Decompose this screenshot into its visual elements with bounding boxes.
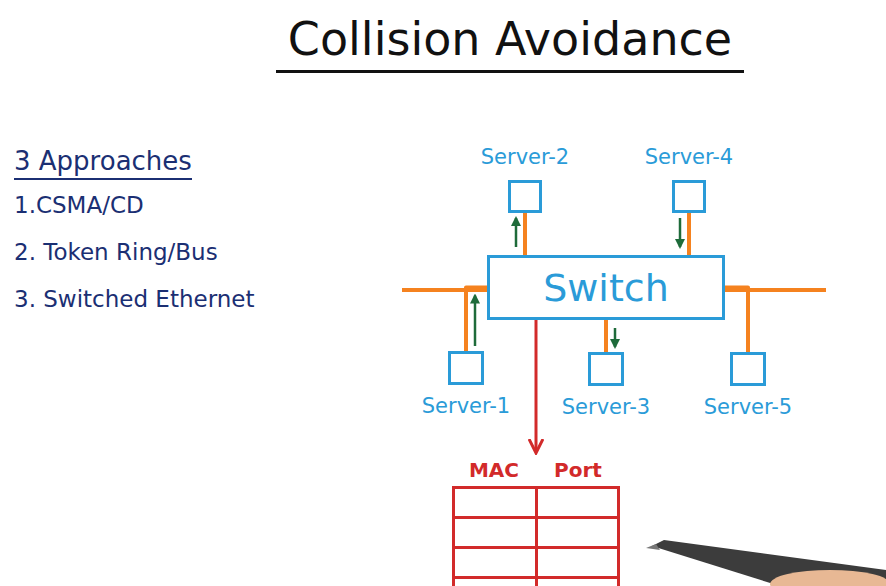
switch-label: Switch (543, 266, 669, 310)
server-box: Server-5 (730, 352, 766, 386)
lookup-arrow (535, 320, 538, 452)
server-label: Server-3 (562, 395, 650, 419)
server-label: Server-4 (645, 145, 733, 169)
ethernet-wire (687, 213, 691, 255)
mac-port-table: MAC Port (452, 452, 620, 586)
ethernet-wire (466, 288, 487, 352)
traffic-arrow (614, 328, 617, 347)
server-label: Server-5 (704, 395, 792, 419)
list-item: 3. Switched Ethernet (14, 286, 254, 312)
list-item: 1.CSMA/CD (14, 192, 144, 218)
server-box: Server-3 (588, 352, 624, 386)
server-label: Server-2 (481, 145, 569, 169)
ethernet-wire (523, 213, 527, 255)
slide-title: Collision Avoidance (276, 12, 744, 73)
table-rule (452, 486, 455, 586)
table-rule (617, 486, 620, 586)
server-box: Server-2 (508, 180, 542, 213)
ethernet-wire (604, 320, 608, 352)
table-rule (535, 486, 538, 586)
server-box: Server-1 (448, 351, 484, 385)
connector (725, 288, 748, 353)
server-box: Server-4 (672, 180, 706, 213)
table-header: Port (554, 458, 602, 482)
connector (680, 213, 689, 255)
traffic-arrow (515, 218, 518, 247)
traffic-arrow (474, 296, 477, 347)
connector (516, 213, 525, 255)
ethernet-wire (725, 288, 748, 353)
list-heading: 3 Approaches (14, 146, 192, 180)
table-header: MAC (469, 458, 519, 482)
connector (606, 320, 615, 352)
connector (536, 320, 537, 452)
pen (646, 540, 886, 586)
switch-box: Switch (487, 255, 725, 320)
server-label: Server-1 (422, 394, 510, 418)
connector (466, 288, 487, 352)
list-item: 2. Token Ring/Bus (14, 239, 218, 265)
traffic-arrow (679, 218, 682, 247)
